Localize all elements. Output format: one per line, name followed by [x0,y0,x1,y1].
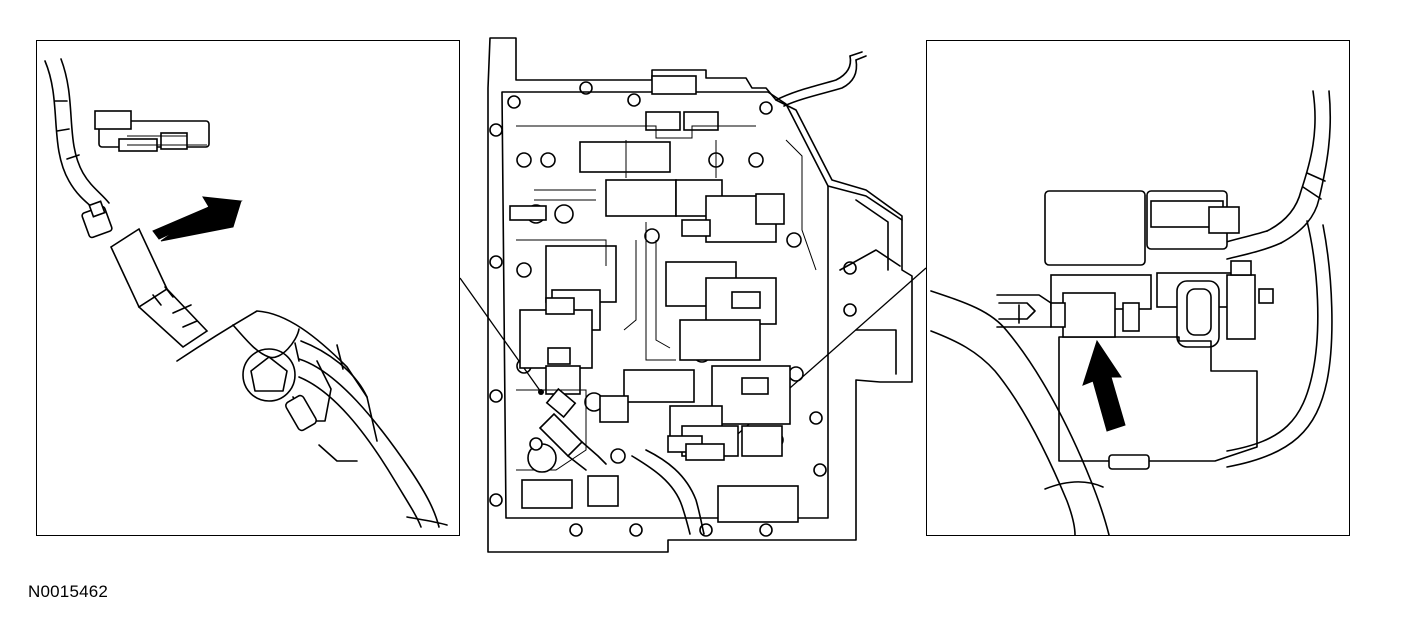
figure-id-label: N0015462 [28,582,109,601]
wiring-tube [645,449,705,535]
arrow-icon [1082,339,1126,432]
left-detail-drawing [44,58,448,528]
tube [930,290,1110,535]
valve-body-panel [456,30,930,556]
valve-body-drawing [487,37,913,553]
solenoid-connector [996,292,1140,338]
valve-housing [1058,336,1258,462]
upper-connector [94,110,210,152]
valve-housing [176,310,378,442]
solenoid-blocks [519,141,799,523]
right-detail-drawing [930,90,1333,535]
valve-body-outline [487,37,913,553]
solenoid-connector [109,227,209,349]
connector-plugs [545,75,769,461]
left-detail-panel [36,40,460,536]
tube [298,358,440,528]
wiring-harness [44,60,104,218]
right-detail-panel [926,40,1350,536]
wiring-harness [1266,90,1316,232]
